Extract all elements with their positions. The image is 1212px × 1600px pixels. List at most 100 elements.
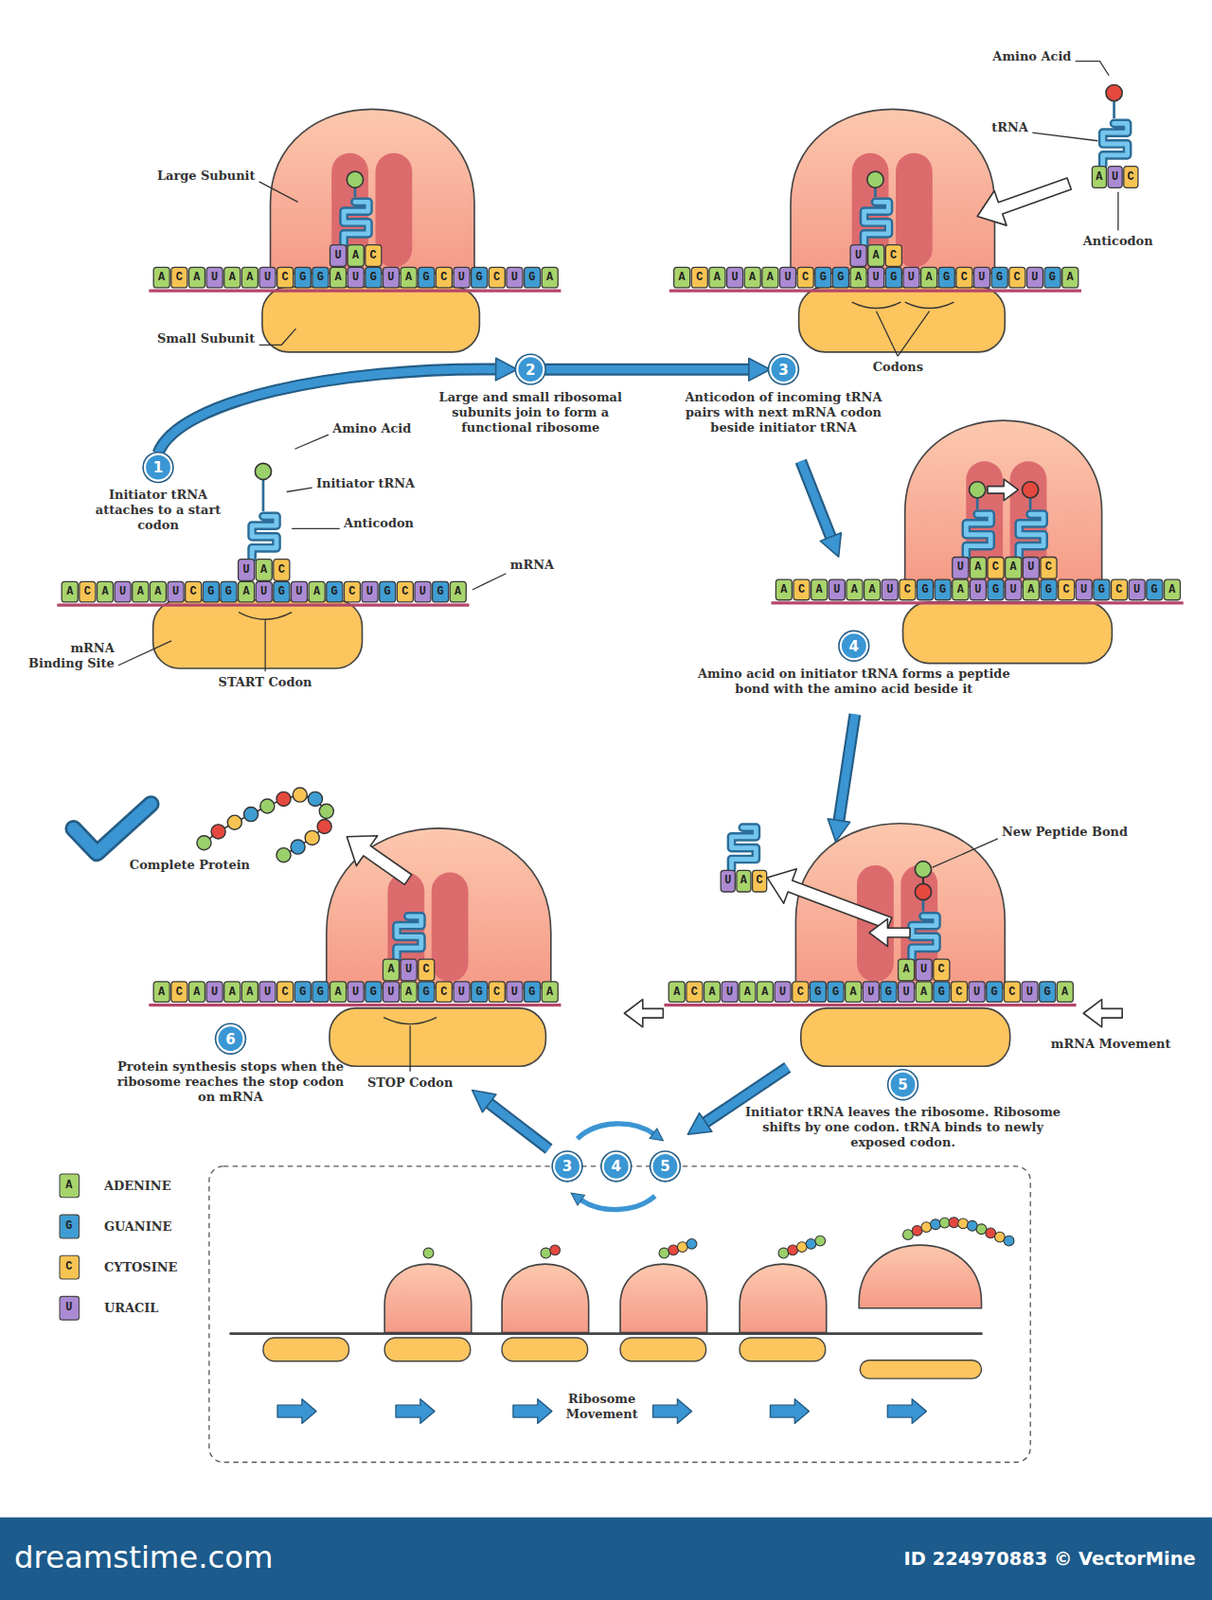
motion-arrow	[336, 821, 419, 895]
leader-line	[259, 181, 299, 203]
step-number: 4	[841, 633, 867, 659]
mrna-backbone	[669, 289, 1082, 293]
legend-label: ADENINE	[104, 1178, 172, 1195]
step-description: Initiator tRNA leaves the ribosome. Ribo…	[745, 1105, 1062, 1152]
part-label: mRNA Movement	[1051, 1036, 1172, 1052]
amino-acid	[254, 463, 271, 480]
amino-acid	[668, 1245, 679, 1256]
leader-line	[876, 311, 899, 357]
part-label: Codons	[873, 359, 924, 375]
step-circle: 5	[650, 1152, 679, 1181]
flow-arrow	[487, 1102, 550, 1150]
amino-acid	[995, 1231, 1006, 1243]
part-label: STOP Codon	[367, 1075, 453, 1091]
legend-letter: A	[60, 1175, 78, 1197]
large-subunit	[858, 1245, 981, 1309]
base-sequence: AUC	[1095, 166, 1143, 189]
amino-acid	[948, 1217, 960, 1229]
small-subunit	[384, 1337, 471, 1362]
part-label: Complete Protein	[129, 857, 250, 874]
trna-body	[396, 916, 422, 959]
part-label: Initiator tRNA	[316, 476, 415, 492]
amino-acid	[985, 1228, 997, 1239]
amino-acid	[976, 1224, 987, 1235]
movement-arrow	[277, 1399, 317, 1425]
small-subunit	[263, 1337, 350, 1362]
amino-acid	[290, 839, 305, 855]
amino-acid	[778, 1247, 789, 1259]
legend-swatch: A	[58, 1173, 80, 1198]
amino-acid	[550, 1245, 561, 1256]
step-number: 3	[554, 1154, 580, 1179]
amino-acid	[921, 1222, 932, 1233]
base-sequence: AUC	[1010, 556, 1064, 579]
step-number: 5	[891, 1072, 916, 1098]
flow-arrow-outline	[158, 369, 499, 454]
movement-arrow	[887, 1399, 927, 1425]
trna-body	[911, 916, 937, 959]
part-label: Small Subunit	[157, 331, 255, 347]
leader-line	[118, 641, 172, 666]
amino-acid	[815, 1235, 826, 1247]
large-subunit	[384, 1264, 472, 1334]
flow-connector	[158, 369, 499, 454]
step-number: 1	[145, 455, 171, 481]
amino-acid	[903, 1229, 914, 1241]
step-description: Amino acid on initiator tRNA forms a pep…	[690, 666, 1017, 697]
part-label: Amino Acid	[992, 49, 1071, 65]
small-subunit	[801, 1008, 1011, 1067]
protein-chain	[203, 795, 326, 856]
flow-arrow-outline	[801, 461, 832, 539]
part-label: Large Subunit	[157, 168, 256, 184]
movement-arrow	[653, 1399, 693, 1425]
base-sequence: AUC	[902, 959, 956, 981]
trna-body	[965, 514, 991, 556]
step-circle: 5Initiator tRNA leaves the ribosome. Rib…	[888, 1070, 917, 1100]
base-sequence: ACAUAAUCGGAUGUAGCUGCUGA	[158, 267, 565, 288]
step-circle: 3	[552, 1152, 582, 1181]
step-number: 5	[653, 1154, 678, 1179]
legend-swatch: U	[58, 1296, 80, 1321]
amino-acid	[914, 883, 931, 900]
small-subunit	[329, 1008, 546, 1067]
amino-acid	[796, 1242, 807, 1253]
small-subunit	[903, 602, 1113, 664]
large-subunit	[501, 1264, 589, 1334]
base-sequence: ACAUAAUCGGAUGUAGCUGCUGA	[678, 267, 1086, 288]
step-description: Initiator tRNA attaches to a start codon	[91, 487, 225, 535]
legend-label: URACIL	[104, 1301, 159, 1317]
step-description: Protein synthesis stops when the ribosom…	[113, 1059, 349, 1106]
leader-line	[897, 311, 929, 357]
legend-label: CYTOSINE	[104, 1260, 178, 1276]
step-circle: 3Anticodon of incoming tRNA pairs with n…	[768, 355, 798, 384]
large-subunit	[270, 108, 475, 274]
trna-body	[1018, 514, 1044, 556]
step-circle: 4Amino acid on initiator tRNA forms a pe…	[839, 631, 869, 660]
amino-acid	[914, 861, 931, 878]
dashed-frame	[209, 1166, 1031, 1463]
trna-body	[864, 201, 890, 244]
step-number: 4	[604, 1154, 629, 1179]
motion-arrow	[1083, 999, 1123, 1028]
mrna-backbone	[148, 1003, 561, 1007]
amino-acid	[787, 1245, 799, 1256]
leader-line	[1117, 192, 1119, 232]
amino-acid	[958, 1218, 969, 1230]
base-sequence: AUC	[387, 959, 441, 981]
amino-acid	[346, 171, 363, 188]
base-sequence: UAC	[334, 245, 388, 268]
legend-letter: G	[60, 1215, 78, 1238]
flow-arrow	[158, 369, 499, 454]
step-description: Anticodon of incoming tRNA pairs with ne…	[668, 390, 898, 437]
trna-body	[1103, 123, 1128, 165]
amino-acid	[244, 807, 259, 822]
step-circle: 1Initiator tRNA attaches to a start codo…	[143, 453, 173, 482]
base-sequence: ACAUAAUCGGAUGUAGCUGCUGA	[158, 981, 565, 1003]
large-subunit	[790, 108, 995, 274]
base-sequence: UAC	[957, 556, 1011, 579]
codon-bracket	[905, 302, 955, 308]
movement-arrow	[513, 1399, 553, 1425]
step-circle: 2Large and small ribosomal subunits join…	[516, 355, 545, 384]
